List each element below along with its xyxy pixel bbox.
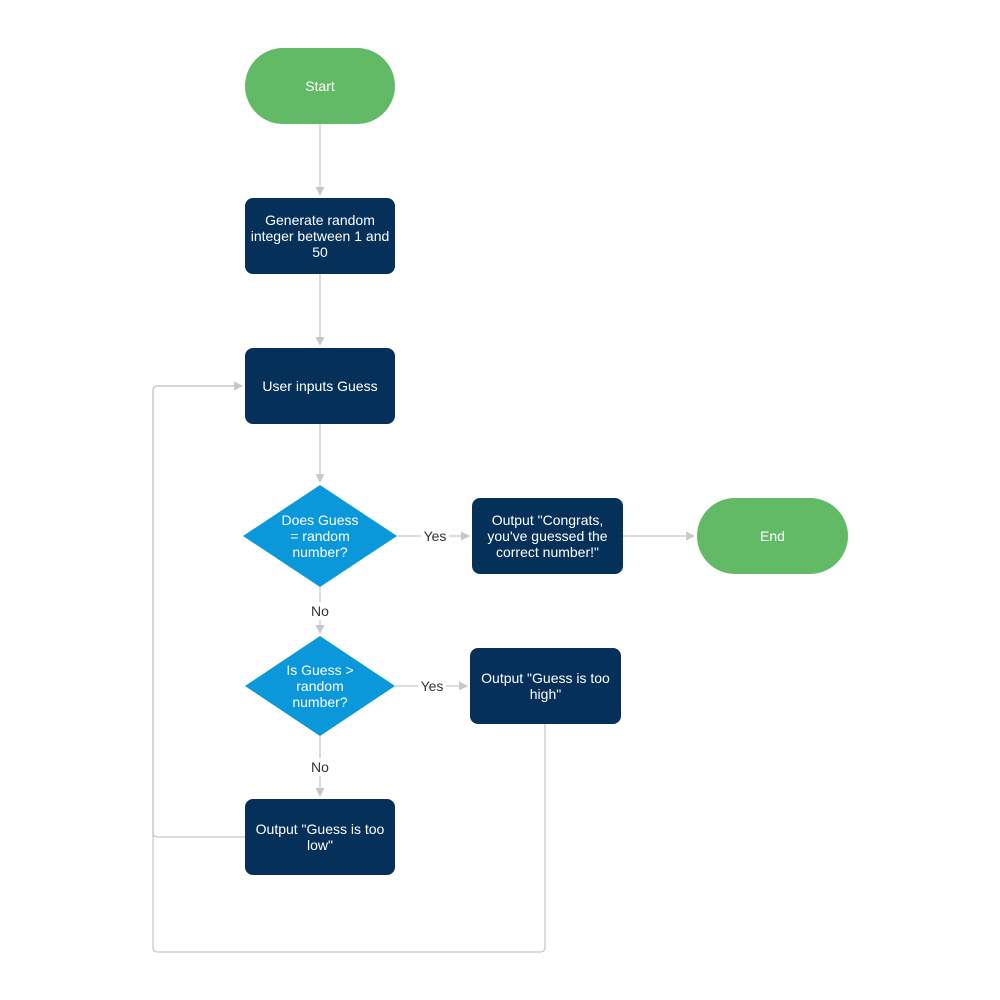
node-label-line: 50 xyxy=(312,244,328,260)
node-label-line: number? xyxy=(292,544,347,560)
process-shape xyxy=(245,198,395,274)
node-start: Start xyxy=(245,48,395,124)
node-label-line: User inputs Guess xyxy=(262,378,377,394)
node-label-line: random xyxy=(296,678,343,694)
arrowhead-icon xyxy=(315,187,325,196)
node-label-line: Generate random xyxy=(265,212,375,228)
edge-label-background xyxy=(306,758,334,776)
edge-too_low-to-input xyxy=(152,381,245,838)
edge-label-no: No xyxy=(311,603,329,619)
edge-label-yes: Yes xyxy=(424,528,447,544)
edge-input-to-decision_equal xyxy=(315,424,325,483)
arrowhead-icon xyxy=(459,681,468,691)
node-label-line: integer between 1 and xyxy=(251,228,390,244)
node-label-line: = random xyxy=(290,528,350,544)
node-label-line: Output "Guess is too xyxy=(256,821,385,837)
node-input: User inputs Guess xyxy=(245,348,395,424)
edge-label-yes: Yes xyxy=(421,678,444,694)
node-label-line: Does Guess xyxy=(281,512,358,528)
arrowhead-icon xyxy=(461,531,470,541)
process-shape xyxy=(472,498,623,574)
node-label-line: number? xyxy=(292,694,347,710)
node-label-line: low" xyxy=(307,837,333,853)
decision-shape xyxy=(245,636,395,736)
terminal-shape xyxy=(697,498,848,574)
edge-generate-to-input xyxy=(315,274,325,346)
edge-line xyxy=(152,385,546,953)
node-label-line: Output "Guess is too xyxy=(481,670,610,686)
arrowhead-icon xyxy=(686,531,695,541)
node-congrats: Output "Congrats,you've guessed thecorre… xyxy=(472,498,623,574)
edge-label-background xyxy=(306,602,334,620)
arrowhead-icon xyxy=(315,788,325,797)
process-shape xyxy=(470,648,621,724)
node-label-line: End xyxy=(760,528,785,544)
arrowhead-icon xyxy=(315,625,325,634)
edge-too_high-to-input xyxy=(152,381,546,953)
edge-congrats-to-end xyxy=(623,531,695,541)
edge-start-to-generate xyxy=(315,124,325,196)
node-label-line: Is Guess > xyxy=(286,662,353,678)
process-shape xyxy=(245,799,395,875)
process-shape xyxy=(245,348,395,424)
node-label-line: you've guessed the xyxy=(487,528,607,544)
edge-label-no: No xyxy=(311,759,329,775)
arrowhead-icon xyxy=(315,337,325,346)
node-label-line: Start xyxy=(305,78,335,94)
node-label-line: correct number!" xyxy=(496,544,599,560)
node-label-line: high" xyxy=(530,686,561,702)
edge-line xyxy=(152,385,245,838)
decision-shape xyxy=(243,485,397,587)
edge-label-background xyxy=(418,677,446,695)
node-end: End xyxy=(697,498,848,574)
arrowhead-icon xyxy=(315,474,325,483)
terminal-shape xyxy=(245,48,395,124)
arrowhead-icon xyxy=(234,381,243,391)
node-label-line: Output "Congrats, xyxy=(492,512,604,528)
edge-label-background xyxy=(421,527,449,545)
